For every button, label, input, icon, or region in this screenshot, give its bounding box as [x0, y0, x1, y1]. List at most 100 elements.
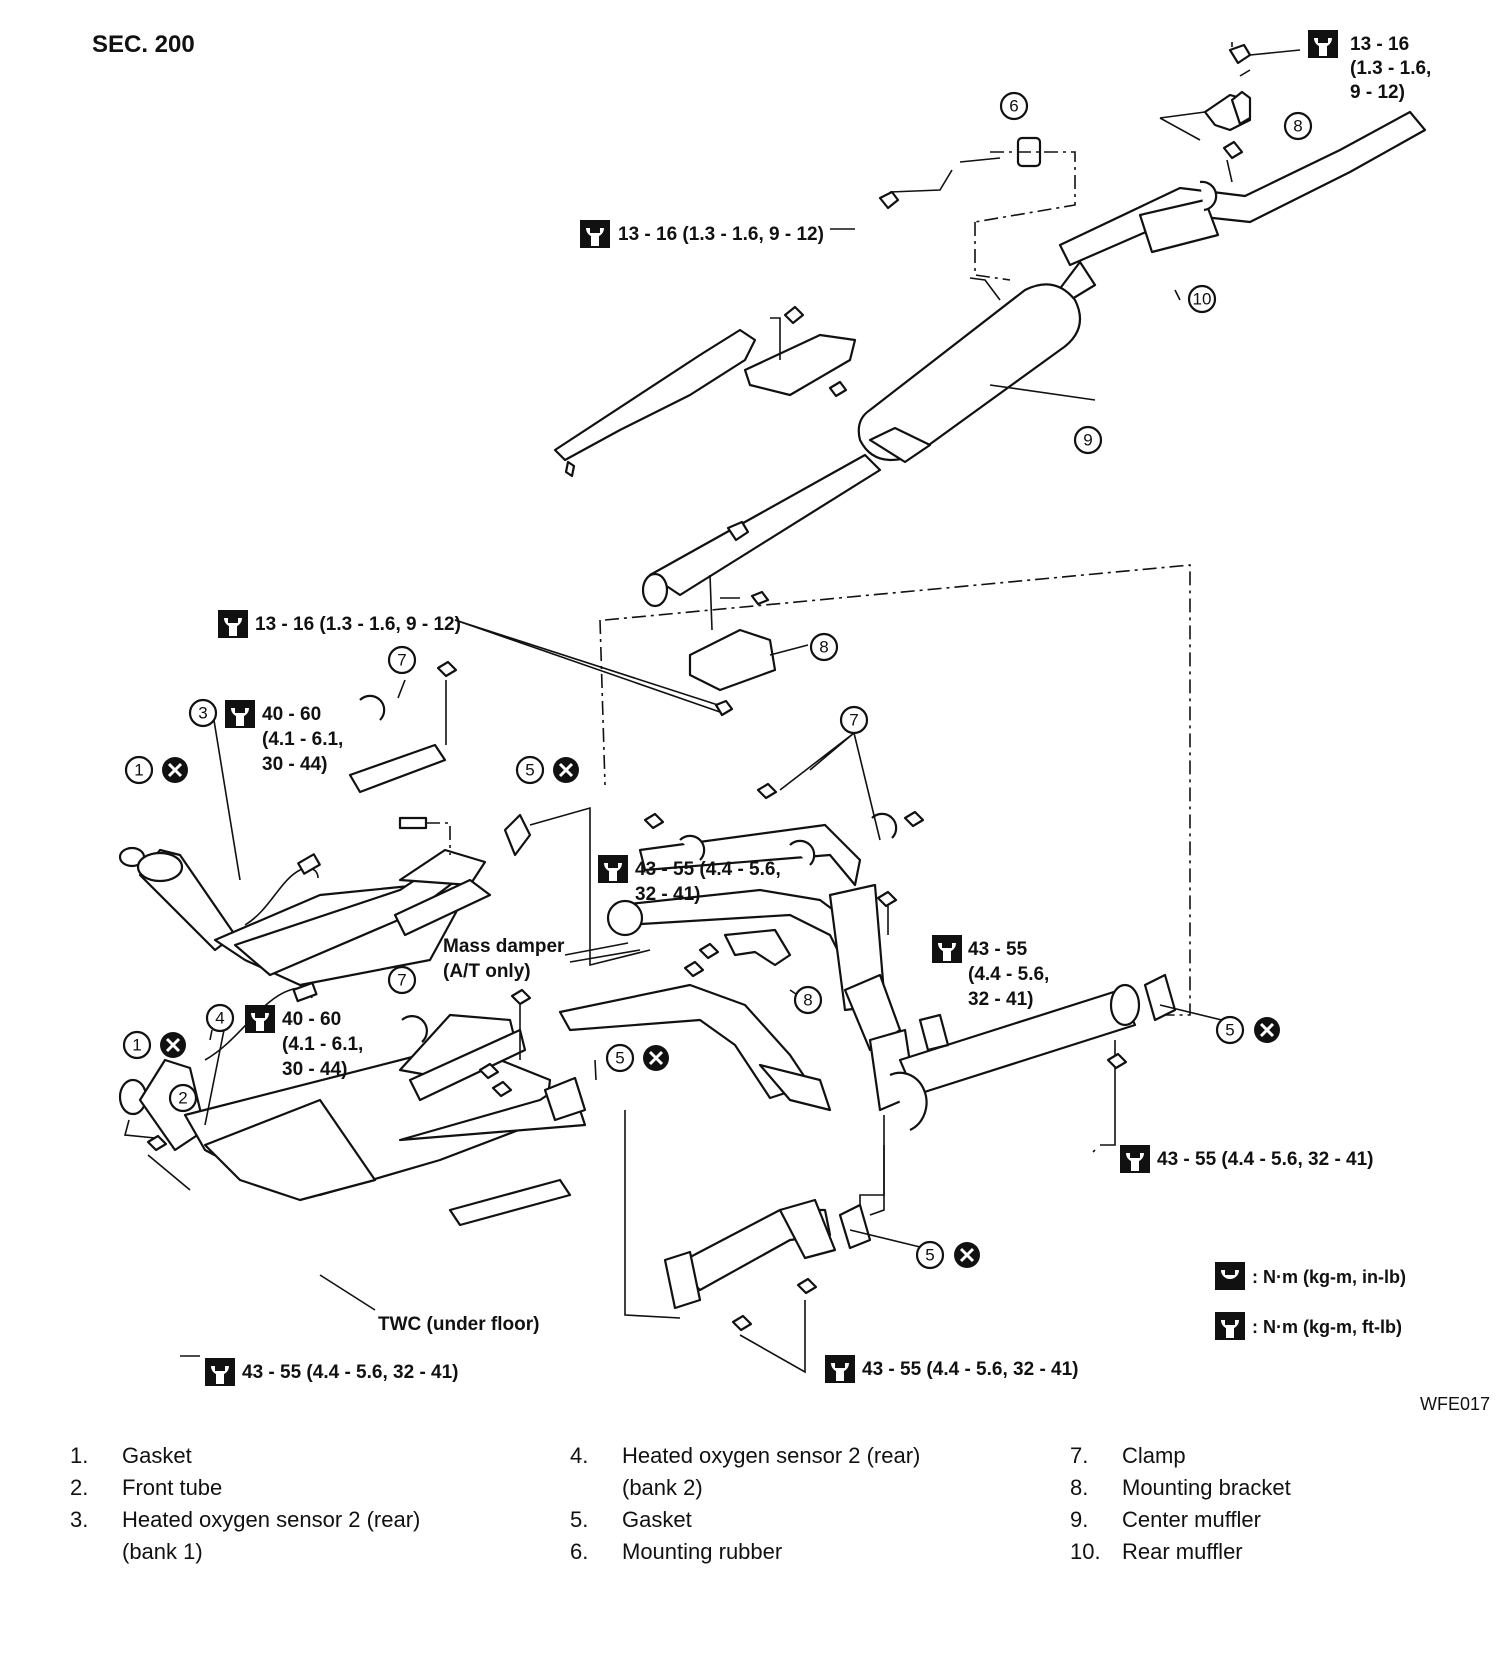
mounting-rubber: [878, 136, 1076, 281]
torque-icon: [245, 1005, 275, 1033]
replace-icon: [158, 1030, 188, 1060]
svg-text:10: 10: [1193, 290, 1212, 309]
figure-code: WFE017: [1420, 1394, 1490, 1414]
callout-8-top: 8: [1283, 111, 1313, 141]
torque-label: 30 - 44): [262, 754, 327, 775]
heat-shield-upper: [553, 305, 857, 478]
symbol-legend: : N·m (kg-m, in-lb) : N·m (kg-m, ft-lb): [1215, 1262, 1406, 1340]
callout-3: 3: [188, 698, 218, 728]
list-item: 6.Mounting rubber: [570, 1539, 783, 1564]
list-item: 3.Heated oxygen sensor 2 (rear)(bank 1): [70, 1507, 421, 1564]
torque-label: 32 - 41): [968, 989, 1033, 1010]
torque-label: 30 - 44): [282, 1059, 347, 1080]
svg-text:8: 8: [803, 991, 812, 1010]
torque-icon: [825, 1355, 855, 1383]
svg-text:3: 3: [198, 704, 207, 723]
leader-lines: [180, 42, 1233, 1357]
torque-icon: [932, 935, 962, 963]
torque-label: 13 - 16 (1.3 - 1.6, 9 - 12): [255, 614, 461, 635]
svg-text:7: 7: [397, 651, 406, 670]
svg-text:7: 7: [397, 971, 406, 990]
replace-icon: [641, 1043, 671, 1073]
list-item: 2.Front tube: [70, 1475, 223, 1500]
torque-label: 9 - 12): [1350, 82, 1405, 103]
callout-4: 4: [205, 1003, 235, 1033]
torque-label: (4.1 - 6.1,: [282, 1034, 363, 1055]
mass-damper-note: (A/T only): [443, 961, 531, 982]
callout-1-lower: 1: [122, 1030, 152, 1060]
lower-front-pipe: [624, 1110, 885, 1374]
torque-label: 32 - 41): [635, 884, 700, 905]
torque-label: 43 - 55: [968, 939, 1028, 960]
list-item: 9.Center muffler: [1070, 1507, 1261, 1532]
ftlb-legend: : N·m (kg-m, ft-lb): [1252, 1317, 1402, 1337]
replace-icon: [952, 1240, 982, 1270]
torque-label: 43 - 55 (4.4 - 5.6, 32 - 41): [862, 1359, 1079, 1380]
torque-label: (4.4 - 5.6,: [968, 964, 1049, 985]
torque-icon: [1308, 30, 1338, 58]
mounting-bracket-top: [1159, 43, 1301, 141]
torque-label: 40 - 60: [282, 1009, 341, 1030]
callout-7-top: 7: [387, 645, 417, 675]
callout-2: 2: [168, 1083, 198, 1113]
replace-icon: [160, 755, 190, 785]
svg-text:1: 1: [134, 761, 143, 780]
parts-legend: 1.Gasket 2.Front tube 3.Heated oxygen se…: [70, 1440, 1470, 1600]
parts-legend-column-3: 7.Clamp 8.Mounting bracket 9.Center muff…: [1070, 1440, 1504, 1568]
replace-icon: [551, 755, 581, 785]
callout-7-lower: 7: [387, 965, 417, 995]
list-item: 1.Gasket: [70, 1443, 192, 1468]
torque-label: (1.3 - 1.6,: [1350, 58, 1431, 79]
flex-pipe-assembly: [843, 973, 1177, 1220]
torque-label: 43 - 55 (4.4 - 5.6, 32 - 41): [1157, 1149, 1374, 1170]
callout-6: 6: [999, 91, 1029, 121]
list-item: 5.Gasket: [570, 1507, 692, 1532]
torque-label: 43 - 55 (4.4 - 5.6,: [635, 859, 781, 880]
svg-text:8: 8: [1293, 117, 1302, 136]
list-item: 7.Clamp: [1070, 1443, 1186, 1468]
svg-text:5: 5: [1225, 1021, 1234, 1040]
torque-icon: [598, 855, 628, 883]
list-item: 4.Heated oxygen sensor 2 (rear)(bank 2): [570, 1443, 921, 1500]
torque-icon: [1215, 1312, 1245, 1340]
callout-5-a: 5: [515, 755, 545, 785]
callout-1-top: 1: [124, 755, 154, 785]
torque-label: 40 - 60: [262, 704, 321, 725]
inlb-legend: : N·m (kg-m, in-lb): [1252, 1267, 1406, 1287]
list-item: 8.Mounting bracket: [1070, 1475, 1291, 1500]
torque-icon: [225, 700, 255, 728]
torque-icon: [205, 1358, 235, 1386]
center-pipe-assembly: [558, 782, 925, 1112]
torque-label: (4.1 - 6.1,: [262, 729, 343, 750]
center-muffler: [641, 260, 1097, 608]
front-tube-bank1: [118, 660, 492, 987]
svg-text:5: 5: [615, 1049, 624, 1068]
svg-text:7: 7: [849, 711, 858, 730]
callout-8-lower: 8: [793, 985, 823, 1015]
torque-label: 13 - 16: [1350, 34, 1409, 55]
callout-8-center: 8: [809, 632, 839, 662]
list-item: 10.Rear muffler: [1070, 1539, 1243, 1564]
rear-muffler-assembly: [1058, 110, 1427, 267]
front-tube-bank2: [118, 981, 587, 1227]
callout-5-d: 5: [915, 1240, 945, 1270]
callout-10: 10: [1187, 284, 1217, 314]
callout-7-right: 7: [839, 705, 869, 735]
parts-legend-column-1: 1.Gasket 2.Front tube 3.Heated oxygen se…: [70, 1440, 540, 1568]
torque-label: 43 - 55 (4.4 - 5.6, 32 - 41): [242, 1362, 459, 1383]
svg-text:5: 5: [925, 1246, 934, 1265]
svg-text:5: 5: [525, 761, 534, 780]
svg-text:6: 6: [1009, 97, 1018, 116]
twc-label: TWC (under floor): [378, 1314, 539, 1335]
svg-text:2: 2: [178, 1089, 187, 1108]
svg-text:8: 8: [819, 638, 828, 657]
gasket-upper-left: [503, 806, 651, 967]
callout-5-b: 5: [605, 1043, 635, 1073]
callout-5-c: 5: [1215, 1015, 1245, 1045]
mass-damper-label: Mass damper: [443, 936, 565, 957]
svg-text:9: 9: [1083, 431, 1092, 450]
parts-legend-column-2: 4.Heated oxygen sensor 2 (rear)(bank 2) …: [570, 1440, 1040, 1568]
svg-text:4: 4: [215, 1009, 224, 1028]
torque-icon: [218, 610, 248, 638]
